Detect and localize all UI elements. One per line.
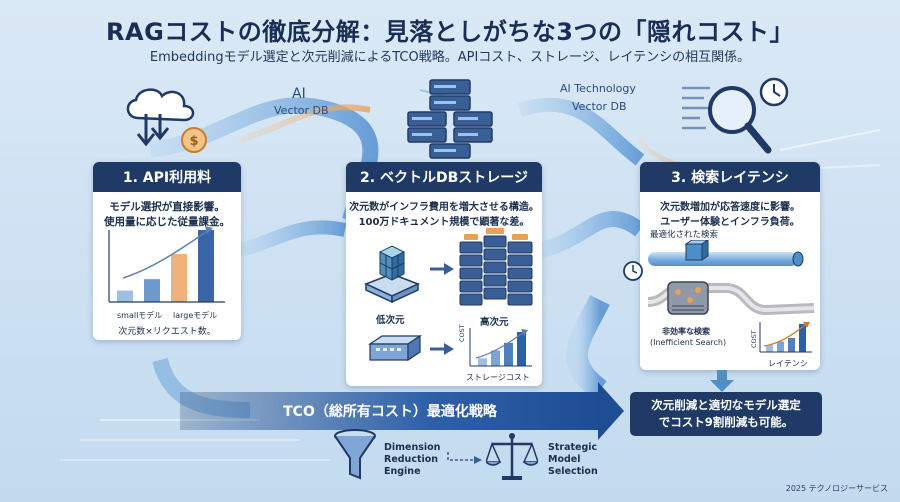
high-dimension-servers-icon — [459, 228, 533, 306]
label-low-dimension: 低次元 — [376, 315, 405, 326]
vector-db-label-left: Vector DB — [274, 104, 329, 117]
card-vector-storage-desc-2: 100万ドキュメント規模で顕著な差。 — [358, 217, 530, 228]
chart1-bar-2 — [144, 279, 160, 302]
engine-line-1: Dimension — [384, 442, 441, 453]
low-dimension-cube-icon — [364, 245, 420, 304]
storage-cost-axis-label: COST — [458, 324, 466, 342]
card-vector-storage-title: 2. ベクトルDBストレージ — [346, 162, 542, 192]
engine-line-2: Reduction — [384, 454, 439, 465]
cloud-download-icon — [126, 88, 195, 147]
api-cost-chart — [108, 226, 225, 303]
arrow-right-icon — [430, 263, 454, 275]
card-vector-storage: 2. ベクトルDBストレージ 次元数がインフラ費用を増大させる構造。 100万ド… — [346, 162, 542, 386]
chart1-bar-4 — [198, 230, 214, 302]
chart1-bar-1 — [117, 290, 133, 302]
latency-label: レイテンシ — [768, 359, 808, 368]
latency-cost-axis-label: COST — [750, 330, 758, 348]
card-api-cost-caption: 次元数×リクエスト数。 — [118, 327, 216, 337]
chart3-bar-3 — [788, 338, 795, 352]
down-arrow-icon — [710, 370, 734, 392]
storage-cost-caption: ストレージコスト — [466, 373, 530, 382]
latency-cost-chart — [759, 322, 812, 353]
strategic-line-1: Strategic — [548, 442, 598, 453]
label-high-dimension: 高次元 — [480, 317, 509, 328]
engine-line-3: Engine — [384, 466, 421, 477]
footer-credit: 2025 テクノロジーサービス — [785, 484, 888, 493]
strategic-line-3: Selection — [548, 466, 598, 477]
card-search-latency-title: 3. 検索レイテンシ — [640, 162, 820, 192]
vector-db-label-right: Vector DB — [572, 100, 627, 113]
chart3-bar-4 — [799, 324, 806, 352]
balance-scale-icon — [486, 433, 538, 480]
inefficient-pipe-icon — [647, 281, 815, 316]
coin-icon: $ — [181, 127, 207, 153]
server-stack-icon — [407, 79, 493, 159]
strategic-model-selection-label: Strategic Model Selection — [548, 442, 598, 478]
dimension-reduction-engine-label: Dimension Reduction Engine — [384, 442, 440, 478]
chart2-bar-4 — [517, 332, 526, 366]
storage-cost-chart — [469, 328, 532, 367]
label-large-model: largeモデル — [173, 311, 218, 320]
ai-label: AI — [292, 86, 306, 102]
page-subtitle: Embeddingモデル選定と次元削減によるTCO戦略。APIコスト、ストレージ… — [149, 50, 751, 65]
inefficient-search-label-1: 非効率な検索 — [662, 327, 710, 336]
svg-text:$: $ — [189, 134, 198, 149]
card-api-cost-title: 1. API利用料 — [93, 162, 241, 192]
chart2-bar-1 — [478, 358, 487, 366]
dashed-arrow-icon — [447, 452, 482, 464]
inefficient-search-label-2: (Inefficient Search) — [650, 338, 727, 347]
tco-arrow-head — [598, 382, 624, 440]
chart3-bar-2 — [777, 341, 784, 352]
ai-technology-label: AI Technology — [560, 82, 636, 95]
storage-device-icon — [368, 334, 422, 362]
tco-strategy-bar: TCO（総所有コスト）最適化戦略 — [180, 392, 600, 430]
chart2-bar-2 — [491, 350, 500, 366]
chart3-bar-1 — [766, 345, 773, 352]
clock-icon — [623, 261, 643, 281]
card-search-latency-desc-1: 次元数増加が応答速度に影響。 — [660, 202, 800, 213]
card-api-cost-desc-1: モデル選択が直接影響。 — [109, 201, 225, 213]
page-title: RAGコストの徹底分解：見落としがちな3つの「隠れコスト」 — [106, 18, 794, 46]
chart1-bar-3 — [171, 254, 187, 302]
card-search-latency-desc-2: ユーザー体験とインフラ負荷。 — [660, 217, 800, 228]
strategic-line-2: Model — [548, 454, 581, 465]
card-vector-storage-desc-1: 次元数がインフラ費用を増大させる構造。 — [349, 202, 539, 213]
funnel-icon — [334, 429, 376, 480]
label-small-model: smallモデル — [117, 311, 163, 320]
arrow-right-icon-2 — [430, 343, 454, 355]
chart2-bar-3 — [504, 342, 513, 366]
tco-result-line-1: 次元削減と適切なモデル選定 — [651, 398, 801, 412]
optimized-pipe-icon — [648, 240, 804, 267]
optimized-search-label: 最適化された検索 — [650, 230, 719, 240]
tco-result-box: 次元削減と適切なモデル選定 でコスト9割削減も可能。 — [630, 392, 822, 436]
card-search-latency: 3. 検索レイテンシ 次元数増加が応答速度に影響。 ユーザー体験とインフラ負荷。… — [623, 162, 820, 370]
tco-result-line-2: でコスト9割削減も可能。 — [658, 415, 794, 429]
card-api-cost-desc-2: 使用量に応じた従量課金。 — [104, 216, 230, 228]
card-api-cost: 1. API利用料 モデル選択が直接影響。 使用量に応じた従量課金。 small… — [93, 162, 241, 340]
magnifier-clock-icon — [682, 77, 789, 154]
